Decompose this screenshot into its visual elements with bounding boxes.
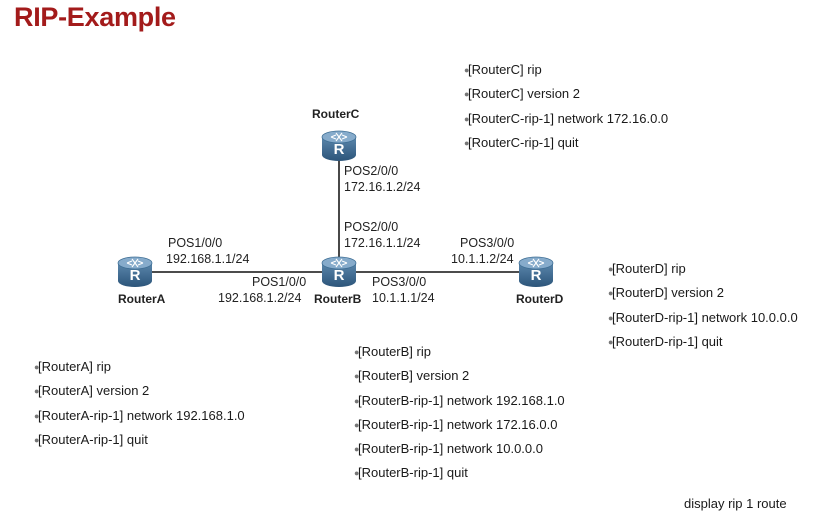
config-line: ●[RouterB] rip <box>354 344 431 359</box>
config-line: ●[RouterD-rip-1] network 10.0.0.0 <box>608 309 798 325</box>
router-icon-a <box>117 256 153 288</box>
bullet-icon: ● <box>34 362 40 372</box>
bullet-icon: ● <box>34 434 40 445</box>
bullet-icon: ● <box>354 468 360 479</box>
routerb-config: ●[RouterB] rip ●[RouterB] version 2 ●[Ro… <box>354 343 565 489</box>
routera-interface: POS1/0/0 <box>168 236 223 250</box>
config-line: ●[RouterC-rip-1] quit <box>464 134 579 150</box>
config-line: ●[RouterC] rip <box>464 62 542 77</box>
bullet-icon: ● <box>354 347 360 357</box>
config-line: ●[RouterB-rip-1] network 192.168.1.0 <box>354 392 565 408</box>
bullet-icon: ● <box>464 89 470 100</box>
bullet-icon: ● <box>354 419 360 430</box>
bullet-icon: ● <box>464 65 470 75</box>
config-line: ●[RouterD] version 2 <box>608 285 724 301</box>
config-line: ●[RouterA-rip-1] network 192.168.1.0 <box>34 407 245 423</box>
routerc-interface: POS2/0/0 <box>344 164 399 178</box>
routerb-c-interface: POS2/0/0 <box>344 220 399 234</box>
bullet-icon: ● <box>464 113 470 124</box>
config-line: ●[RouterD] rip <box>608 261 686 276</box>
config-line: ●[RouterC-rip-1] network 172.16.0.0 <box>464 110 669 126</box>
config-line: ●[RouterA] rip <box>34 359 111 374</box>
router-a-name: RouterA <box>118 292 166 306</box>
routerb-a-ip: 192.168.1.2/24 <box>218 291 302 305</box>
routerc-config: ●[RouterC] rip ●[RouterC] version 2 ●[Ro… <box>464 61 668 158</box>
routerb-c-ip: 172.16.1.1/24 <box>344 236 421 250</box>
config-line: ●[RouterB-rip-1] quit <box>354 465 468 481</box>
routerd-config: ●[RouterD] rip ●[RouterD] version 2 ●[Ro… <box>608 260 798 357</box>
bullet-icon: ● <box>608 264 614 274</box>
routerd-interface: POS3/0/0 <box>460 236 515 250</box>
config-line: ●[RouterA] version 2 <box>34 383 150 399</box>
routerb-d-interface: POS3/0/0 <box>372 275 427 289</box>
footer-command: display rip 1 route <box>684 496 787 511</box>
routerd-ip: 10.1.1.2/24 <box>451 252 514 266</box>
router-icon-d <box>518 256 554 288</box>
bullet-icon: ● <box>354 395 360 406</box>
bullet-icon: ● <box>354 371 360 382</box>
bullet-icon: ● <box>354 444 360 455</box>
page-title: RIP-Example <box>14 2 176 32</box>
config-line: ●[RouterB] version 2 <box>354 368 470 384</box>
bullet-icon: ● <box>608 288 614 299</box>
routerc-ip: 172.16.1.2/24 <box>344 180 421 194</box>
config-line: ●[RouterB-rip-1] network 10.0.0.0 <box>354 441 543 457</box>
router-b-name: RouterB <box>314 292 362 306</box>
router-icon-b <box>321 256 357 288</box>
routera-ip: 192.168.1.1/24 <box>166 252 250 266</box>
bullet-icon: ● <box>464 137 470 148</box>
config-line: ●[RouterC] version 2 <box>464 86 580 102</box>
routerb-a-interface: POS1/0/0 <box>252 275 307 289</box>
bullet-icon: ● <box>608 312 614 323</box>
bullet-icon: ● <box>608 336 614 347</box>
bullet-icon: ● <box>34 386 40 397</box>
config-line: ●[RouterD-rip-1] quit <box>608 333 723 349</box>
bullet-icon: ● <box>34 410 40 421</box>
routera-config: ●[RouterA] rip ●[RouterA] version 2 ●[Ro… <box>34 358 245 455</box>
router-c-name: RouterC <box>312 107 360 121</box>
config-line: ●[RouterB-rip-1] network 172.16.0.0 <box>354 416 558 432</box>
router-icon-c <box>321 130 357 162</box>
config-line: ●[RouterA-rip-1] quit <box>34 431 148 447</box>
router-d-name: RouterD <box>516 292 564 306</box>
routerb-d-ip: 10.1.1.1/24 <box>372 291 435 305</box>
